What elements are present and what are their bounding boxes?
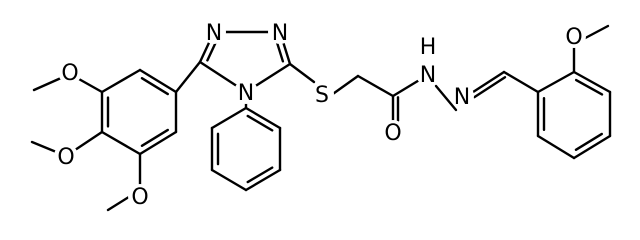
trimethoxyphenyl-ring-bond-1 [100, 68, 142, 94]
phenyl-ring-bond-0-inner [246, 114, 274, 132]
trimethoxyphenyl-ring-bond-0-inner [140, 76, 170, 96]
methoxyphenyl-ring-bond-4 [536, 134, 576, 160]
imine-bond-inner [473, 76, 507, 99]
phenyl-ring-bond-0 [244, 106, 282, 130]
hydrazide-n-atom-label: N [420, 63, 436, 88]
sulfur-atom-label: S [315, 83, 329, 108]
methoxyphenyl-ring-bond-1-inner [574, 78, 604, 96]
aryl-triazole-bond [174, 60, 202, 94]
bonds [30, 24, 612, 212]
triazole-n1-atom: N [202, 20, 226, 46]
triazole-n2-atom-label: N [272, 21, 288, 46]
methoxy-oxygen-atom-label: O [565, 25, 582, 50]
c3-s-bond [288, 62, 316, 84]
carbonyl-oxygen-atom: O [381, 120, 405, 146]
methoxyphenyl-ring-bond-1 [572, 70, 612, 94]
carbonyl-oxygen-atom-label: O [384, 121, 401, 146]
imine-n-atom: N [450, 84, 474, 110]
triazole-n1-atom-label: N [206, 21, 222, 46]
methoxyphenyl-ring-bond-3-inner [574, 132, 604, 152]
trimethoxyphenyl-ring-bond-4-inner [140, 128, 170, 148]
triazole-n2-atom: N [268, 20, 292, 46]
ch2-carbonyl-bond [356, 74, 395, 98]
hydrazide-h-atom: H [416, 34, 440, 60]
hydrazide-n-atom: N [416, 62, 440, 88]
phenyl-ring-bond-2-inner [246, 166, 274, 184]
methoxy-5-oxygen-atom: O [128, 184, 152, 210]
ch-aryl-bond [502, 70, 540, 94]
methoxy-4-oxygen-atom-label: O [57, 145, 74, 170]
trimethoxyphenyl-ring-bond-0 [138, 68, 178, 94]
imine-bond [468, 70, 506, 96]
phenyl-ring-bond-5 [210, 106, 248, 130]
methoxy-3-oxygen-atom: O [58, 60, 82, 86]
methoxy-oxygen-atom: O [562, 24, 586, 50]
methoxyphenyl-ring-bond-0 [536, 70, 576, 94]
phenyl-ring-bond-2 [244, 168, 282, 192]
methoxy-5-oxygen-atom-label: O [131, 185, 148, 210]
triazole-n4-atom-label: N [238, 81, 254, 106]
trimethoxyphenyl-ring-bond-4 [138, 130, 178, 156]
sulfur-atom: S [310, 82, 334, 108]
methoxy-4-oxygen-atom: O [54, 144, 78, 170]
methoxy-3-oxygen-atom-label: O [61, 61, 78, 86]
phenyl-ring-bond-3 [210, 168, 248, 192]
imine-n-atom-label: N [454, 85, 470, 110]
triazole-n4-atom: N [234, 80, 258, 106]
trimethoxyphenyl-ring-bond-3 [100, 130, 142, 156]
nh-n-bond [434, 84, 458, 112]
methoxyphenyl-ring-bond-3 [572, 134, 612, 160]
s-ch2-bond [328, 74, 360, 98]
hydrazide-h-atom-label: H [420, 35, 437, 60]
